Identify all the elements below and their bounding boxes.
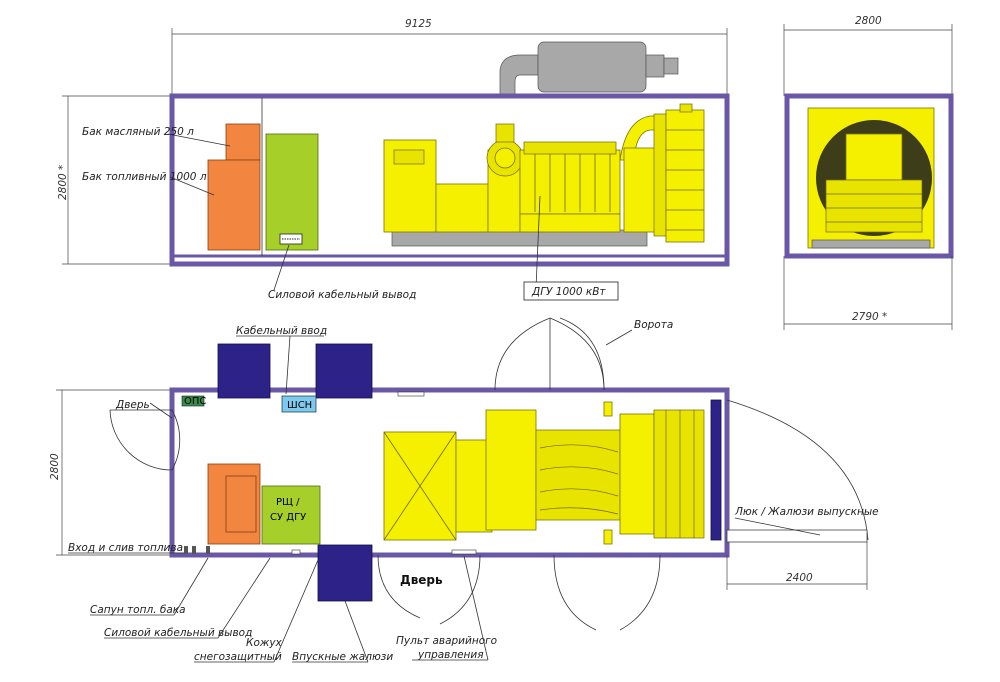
ops-panel	[181, 395, 205, 407]
ops-label: ОПС	[184, 396, 206, 407]
rsch-su-dgu-cabinet	[261, 485, 321, 545]
fuel-sump-label: Сапун топл. бака	[90, 604, 186, 616]
fuel-tank-plan	[207, 463, 261, 545]
dgu-label: ДГУ 1000 кВт	[531, 286, 606, 298]
width-bottom-dim-text: 2790 *	[852, 311, 887, 323]
end-elevation: 2800 2790 *	[783, 15, 954, 330]
length-dim-text: 9125	[405, 18, 432, 30]
plan-width-dim-text: 2800	[49, 453, 61, 480]
hatch-dim-text: 2400	[786, 572, 813, 584]
exhaust-silencer	[499, 41, 679, 96]
intake-louvres-label: Впускные жалюзи	[292, 651, 393, 663]
fuel-io-label: Вход и слив топлива	[68, 542, 183, 554]
shsn-label: ШСН	[287, 400, 312, 411]
oil-tank-label: Бак масляный 250 л	[82, 126, 194, 138]
dgu-label-box	[523, 281, 619, 301]
oil-tank	[225, 123, 261, 161]
power-cable-bottom-label: Силовой кабельный вывод	[104, 627, 252, 639]
su-dgu-label: СУ ДГУ	[270, 512, 306, 523]
cable-input-label: Кабельный ввод	[236, 325, 327, 337]
genset-plan-view	[383, 401, 705, 545]
control-cabinet-side	[265, 133, 319, 251]
intake-louvre-3	[317, 544, 373, 602]
power-cable-top-label: Силовой кабельный вывод	[268, 289, 416, 301]
container-end-wall	[784, 93, 954, 259]
hatch-label: Люк / Жалюзи выпускные	[734, 506, 879, 518]
gate-label: Ворота	[634, 319, 673, 331]
emergency-label-2: управления	[417, 649, 484, 661]
intake-louvre-2	[315, 343, 373, 399]
fuel-tank	[207, 159, 261, 251]
snow-casing-label-2: снегозащитный	[194, 651, 282, 663]
door-left-label: Дверь	[115, 399, 150, 411]
emergency-label-1: Пульт аварийного	[396, 635, 497, 647]
intake-louvre-1	[217, 343, 271, 399]
shsn-panel	[281, 395, 317, 413]
width-top-dim-text: 2800	[855, 15, 882, 27]
door-bottom-label: Дверь	[400, 573, 443, 587]
hatch-panel	[726, 529, 868, 543]
fuel-tank-label: Бак топливный 1000 л	[82, 171, 207, 183]
container-plan-wall	[169, 387, 730, 558]
container-side-wall	[169, 93, 730, 267]
height-dim-text: 2800 *	[57, 165, 69, 200]
genset-side-view	[383, 103, 705, 247]
exhaust-louvre	[710, 399, 722, 541]
snow-casing-label-1: Кожух	[246, 637, 283, 649]
genset-end-view	[807, 107, 935, 249]
side-elevation: 9125 2800 *	[57, 18, 730, 301]
rsch-label: РЩ /	[276, 497, 300, 508]
plan-view: 2800 Дверь Ворота 2400 Люк / Жалюзи выпу…	[49, 317, 879, 663]
